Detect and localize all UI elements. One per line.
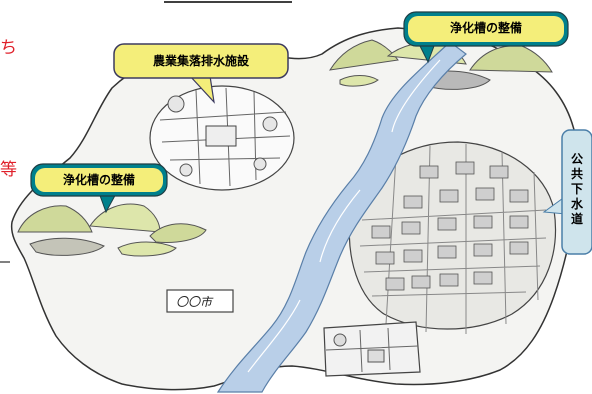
callout-johkasou-top-right-label: 浄化槽の整備: [449, 21, 522, 35]
callout-johkasou-left: [30, 163, 168, 214]
callout-public-sewer-label: 公共下水道: [570, 152, 583, 226]
callout-farm-village-label: 農業集落排水施設: [152, 54, 249, 68]
river: [216, 41, 467, 393]
callout-public-sewer: [542, 129, 592, 255]
treatment-plant: [323, 321, 421, 377]
edge-fragment-middle: 等: [0, 160, 17, 180]
farm-village-area: [149, 85, 295, 191]
edge-fragment-top: ち: [0, 38, 17, 58]
callout-johkasou-left-label: 浄化槽の整備: [62, 173, 135, 187]
city-name-label: 〇〇市: [176, 295, 213, 309]
city-area: [348, 141, 557, 334]
callout-farm-village: [113, 43, 289, 104]
river-ripples: [247, 59, 441, 373]
city-name-box: [166, 289, 234, 313]
hills-left: [17, 203, 207, 257]
callout-johkasou-top-right: [403, 11, 569, 64]
